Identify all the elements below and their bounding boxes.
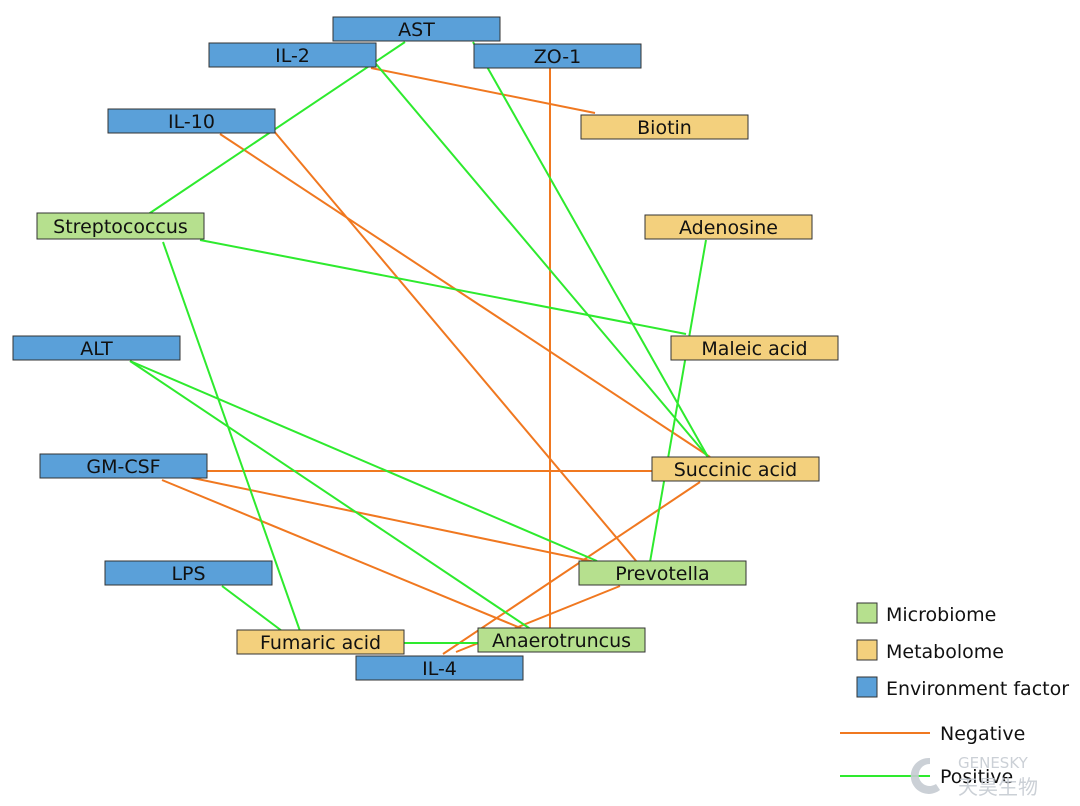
legend-label-metabolome: Metabolome <box>886 641 1004 663</box>
node-box-il-2 <box>208 42 377 68</box>
node-gm-csf: GM-CSF <box>39 453 208 479</box>
node-label-il-2: IL-2 <box>275 45 310 67</box>
node-box-il-4 <box>355 655 524 681</box>
node-label-streptococcus: Streptococcus <box>53 216 188 238</box>
watermark-chinese: 天昊生物 <box>958 775 1038 799</box>
node-box-biotin <box>580 114 749 140</box>
watermark-brand: GENESKY <box>958 754 1029 772</box>
node-label-adenosine: Adenosine <box>679 217 778 239</box>
edges-layer <box>129 41 711 655</box>
edge-il-2-biotin-negative <box>370 67 596 114</box>
edge-gm-csf-anaerotruncus-negative <box>161 479 536 635</box>
node-lps: LPS <box>104 560 273 586</box>
edge-adenosine-prevotella-positive <box>649 239 707 563</box>
node-il-4: IL-4 <box>355 655 524 681</box>
node-box-lps <box>104 560 273 586</box>
node-maleic-acid: Maleic acid <box>670 335 839 361</box>
edge-streptococcus-maleic-acid-positive <box>199 239 687 335</box>
node-label-prevotella: Prevotella <box>615 563 709 585</box>
node-il-10: IL-10 <box>107 108 276 134</box>
node-box-gm-csf <box>39 453 208 479</box>
legend-label-microbiome: Microbiome <box>886 604 996 626</box>
node-label-alt: ALT <box>80 338 113 360</box>
node-fumaric-acid: Fumaric acid <box>236 629 405 655</box>
node-prevotella: Prevotella <box>578 560 747 586</box>
legend-label-positive: Positive <box>940 766 1013 788</box>
node-il-2: IL-2 <box>208 42 377 68</box>
node-adenosine: Adenosine <box>644 214 813 240</box>
node-box-maleic-acid <box>670 335 839 361</box>
edge-ast-streptococcus-positive <box>146 41 406 216</box>
legend-label-environment: Environment factor <box>886 678 1069 700</box>
node-label-ast: AST <box>398 19 435 41</box>
node-label-lps: LPS <box>171 563 205 585</box>
node-box-anaerotruncus <box>477 627 646 653</box>
node-zo-1: ZO-1 <box>473 43 642 69</box>
node-label-biotin: Biotin <box>637 117 692 139</box>
legend: Microbiome Metabolome Environment factor… <box>840 602 1069 788</box>
legend-swatch-environment <box>856 676 878 698</box>
node-succinic-acid: Succinic acid <box>651 456 820 482</box>
edge-il-10-succinic-acid-negative <box>219 133 711 458</box>
node-label-gm-csf: GM-CSF <box>86 456 160 478</box>
edge-streptococcus-fumaric-acid-positive <box>162 241 301 632</box>
edge-il-2-succinic-acid-positive <box>370 57 709 458</box>
node-alt: ALT <box>12 335 181 361</box>
node-streptococcus: Streptococcus <box>36 212 205 240</box>
genesky-logo-icon <box>910 757 940 794</box>
legend-label-negative: Negative <box>940 723 1025 745</box>
edge-il-10-prevotella-negative <box>272 129 638 563</box>
node-biotin: Biotin <box>580 114 749 140</box>
edge-alt-anaerotruncus-positive <box>129 360 533 631</box>
node-label-il-4: IL-4 <box>422 658 457 680</box>
edge-ast-succinic-acid-positive <box>472 41 709 458</box>
node-box-succinic-acid <box>651 456 820 482</box>
node-box-streptococcus <box>36 212 205 240</box>
node-label-fumaric-acid: Fumaric acid <box>260 632 381 654</box>
edge-alt-prevotella-positive <box>129 360 598 562</box>
node-box-alt <box>12 335 181 361</box>
node-label-maleic-acid: Maleic acid <box>701 338 807 360</box>
node-box-ast <box>332 16 501 42</box>
node-label-zo-1: ZO-1 <box>534 46 581 68</box>
legend-swatch-metabolome <box>856 639 878 661</box>
watermark: GENESKY 天昊生物 <box>910 754 1038 799</box>
node-box-prevotella <box>578 560 747 586</box>
edge-gm-csf-prevotella-negative <box>187 476 611 566</box>
node-box-fumaric-acid <box>236 629 405 655</box>
node-box-zo-1 <box>473 43 642 69</box>
node-anaerotruncus: Anaerotruncus <box>477 627 646 653</box>
edge-succinic-acid-il-4-negative <box>442 481 701 655</box>
node-box-adenosine <box>644 214 813 240</box>
node-box-il-10 <box>107 108 276 134</box>
legend-swatch-microbiome <box>856 602 878 624</box>
node-ast: AST <box>332 16 501 42</box>
edge-lps-fumaric-acid-positive <box>221 585 283 632</box>
node-label-anaerotruncus: Anaerotruncus <box>492 630 631 652</box>
node-label-succinic-acid: Succinic acid <box>674 459 798 481</box>
node-label-il-10: IL-10 <box>168 111 215 133</box>
